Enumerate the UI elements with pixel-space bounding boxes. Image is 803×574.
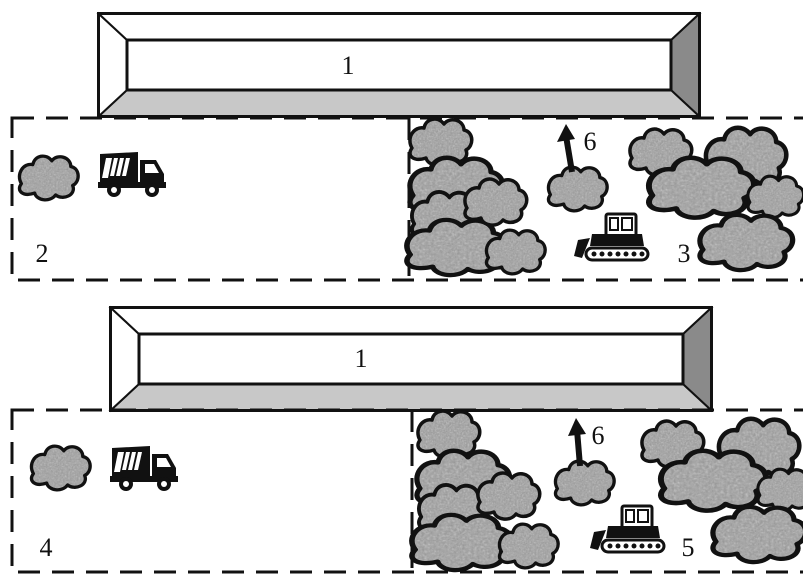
arrow-label-top: 6	[584, 127, 597, 156]
waste-pile-icon	[17, 154, 80, 202]
waste-pile-icon	[546, 165, 609, 213]
zone-label-right-top: 3	[678, 239, 691, 268]
upward-arrow-icon	[568, 418, 586, 467]
arrow-label-bottom: 6	[592, 421, 605, 450]
garbage-truck-icon	[110, 446, 178, 491]
waste-pile-icon	[29, 444, 92, 492]
building-top: 1	[96, 11, 702, 119]
bottom-panel: 1 4 6 5	[10, 305, 803, 574]
site-boundary-top	[10, 116, 803, 282]
waste-pile-icon	[553, 459, 616, 507]
building-bottom: 1	[108, 305, 714, 413]
bulldozer-icon	[588, 504, 666, 554]
zone-label-right-bottom: 5	[682, 533, 695, 562]
zone-label-left-top: 2	[36, 239, 49, 268]
building-label-top: 1	[342, 51, 355, 80]
upward-arrow-icon	[557, 124, 575, 173]
building-label-bottom: 1	[355, 344, 368, 373]
top-panel: 1 2 6 3	[10, 11, 803, 282]
bulldozer-icon	[572, 212, 650, 262]
garbage-truck-icon	[98, 152, 166, 197]
site-boundary-bottom	[10, 408, 803, 574]
zone-label-left-bottom: 4	[40, 533, 53, 562]
